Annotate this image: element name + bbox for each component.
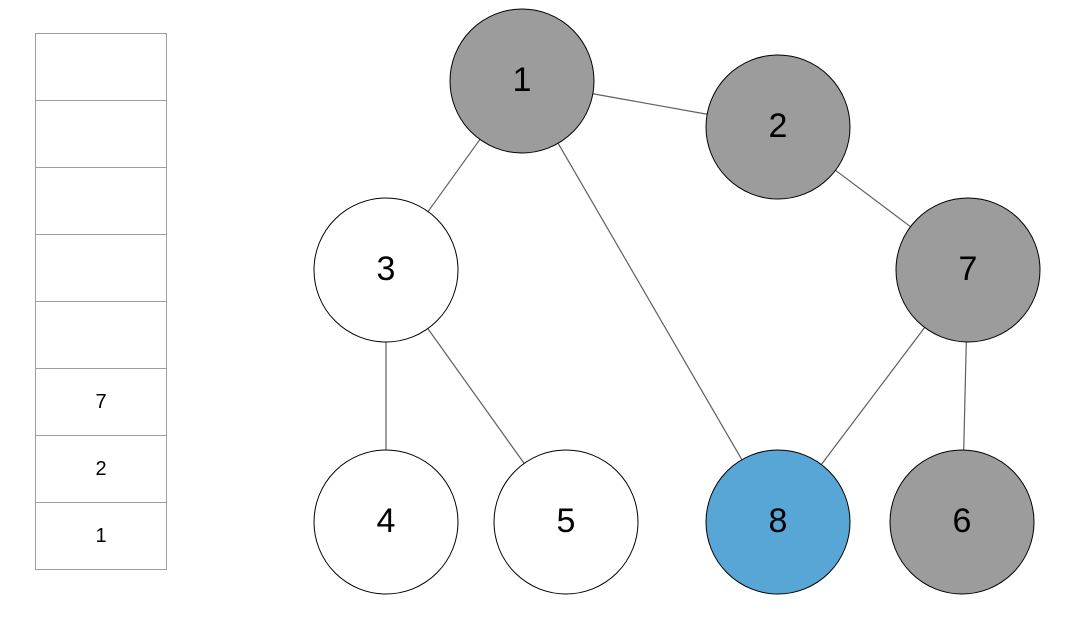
node-circle xyxy=(449,8,595,154)
edge-3-5 xyxy=(427,328,525,464)
edge-1-2 xyxy=(592,93,708,115)
stack-cell: 2 xyxy=(36,436,166,503)
node-label: 7 xyxy=(959,250,978,288)
node-circle xyxy=(895,197,1041,343)
node-5: 5 xyxy=(493,449,639,595)
stack-cell: 1 xyxy=(95,524,107,547)
edge-7-8 xyxy=(820,327,926,465)
node-circle xyxy=(705,449,851,595)
node-3: 3 xyxy=(313,197,459,343)
node-8: 8 xyxy=(705,449,851,595)
stack-cell: 7 xyxy=(36,369,166,436)
node-label: 5 xyxy=(557,502,576,540)
node-6: 6 xyxy=(889,449,1035,595)
stack-cell xyxy=(36,34,166,101)
node-4: 4 xyxy=(313,449,459,595)
node-label: 6 xyxy=(953,502,972,540)
node-circle xyxy=(889,449,1035,595)
node-2: 2 xyxy=(705,54,851,200)
stack-cell xyxy=(36,101,166,168)
stack-cell xyxy=(36,302,166,369)
node-label: 8 xyxy=(769,502,788,540)
edges xyxy=(385,93,967,465)
node-circle xyxy=(313,449,459,595)
node-1: 1 xyxy=(449,8,595,154)
stack: 7 2 1 xyxy=(35,33,167,570)
node-circle xyxy=(313,197,459,343)
stack-cell xyxy=(36,168,166,235)
node-label: 2 xyxy=(769,107,788,145)
stack-cell xyxy=(36,235,166,302)
edge-1-8 xyxy=(557,142,743,461)
edge-7-6 xyxy=(963,341,967,451)
node-label: 3 xyxy=(377,250,396,288)
node-circle xyxy=(705,54,851,200)
edge-2-7 xyxy=(835,169,911,228)
node-label: 4 xyxy=(377,502,396,540)
node-circle xyxy=(493,449,639,595)
edge-1-3 xyxy=(427,139,481,212)
node-label: 1 xyxy=(513,61,532,99)
nodes: 1 2 3 7 4 5 8 6 xyxy=(313,8,1041,595)
node-7: 7 xyxy=(895,197,1041,343)
